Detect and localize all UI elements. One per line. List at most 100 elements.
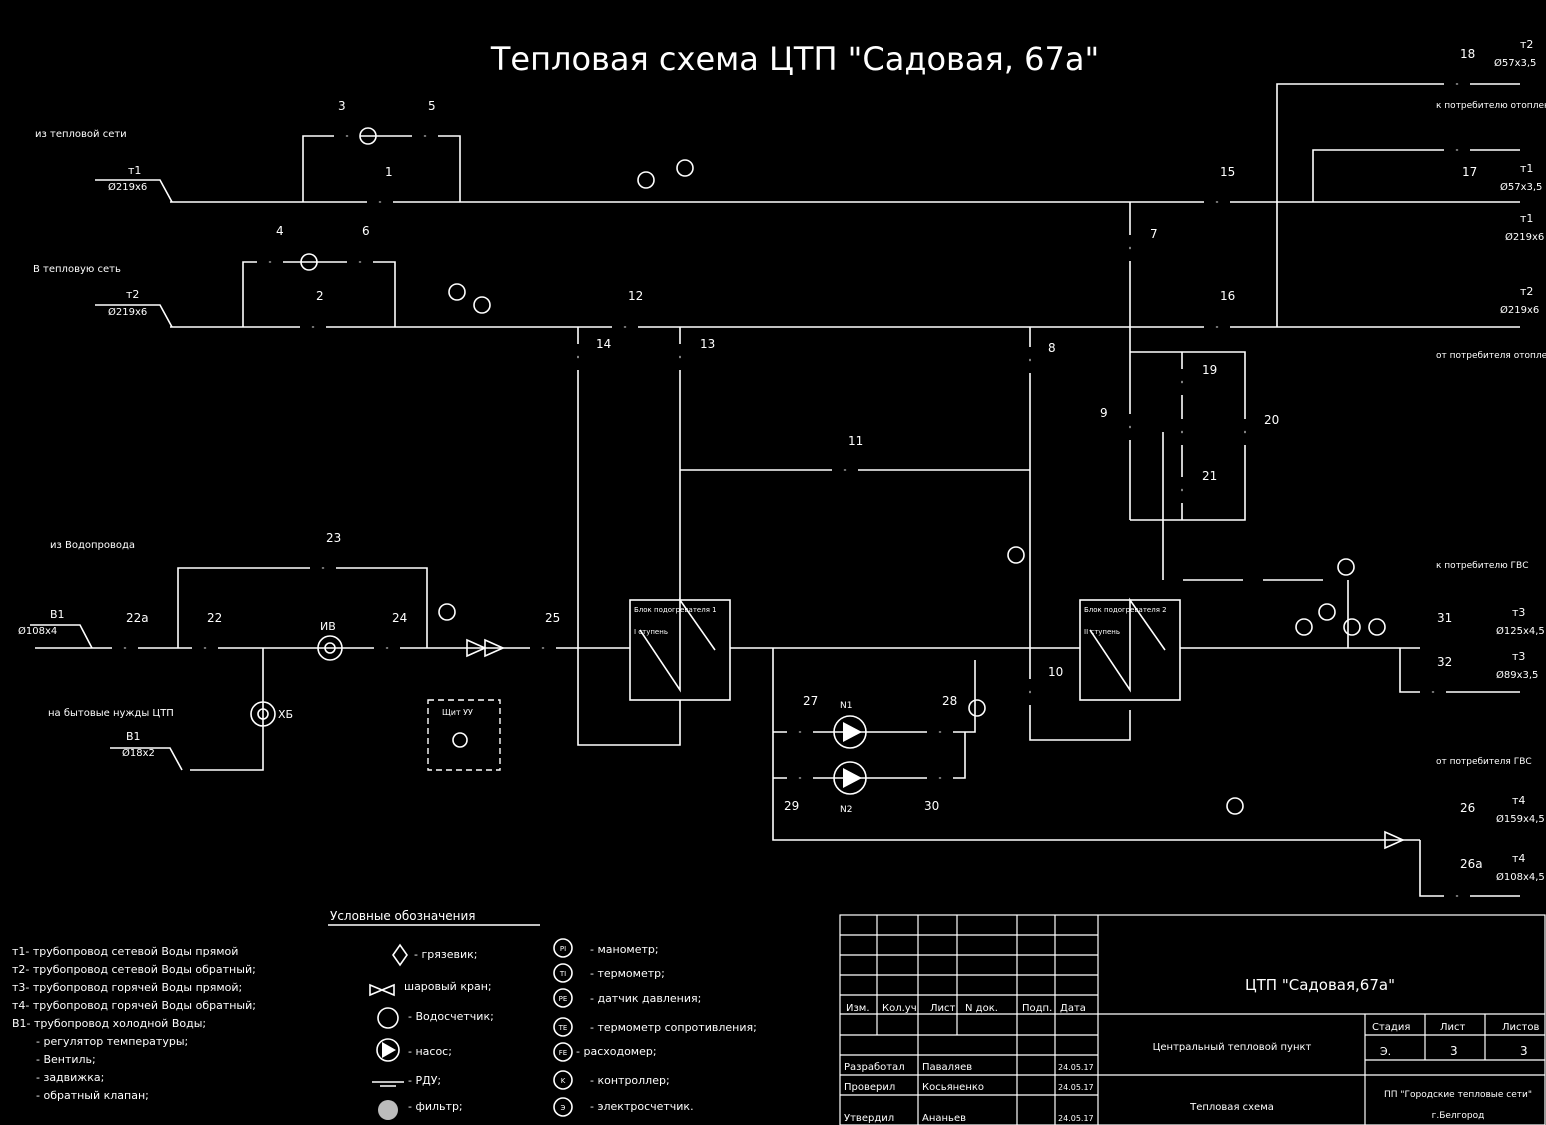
svg-text:- РДУ;: - РДУ;: [408, 1074, 441, 1087]
svg-text:- термометр сопротивления;: - термометр сопротивления;: [590, 1021, 757, 1034]
svg-text:TI: TI: [559, 970, 566, 978]
svg-text:Косьяненко: Косьяненко: [922, 1082, 984, 1093]
svg-text:т1: т1: [128, 164, 141, 177]
pos-16: 16: [1220, 289, 1235, 303]
pos-17: 17: [1462, 165, 1477, 179]
pos-21: 21: [1202, 469, 1217, 483]
svg-text:от потребителя отопления: от потребителя отопления: [1436, 351, 1546, 361]
pos-3: 3: [338, 99, 346, 113]
svg-text:FE: FE: [559, 1049, 567, 1057]
pos-8: 8: [1048, 341, 1056, 355]
svg-text:т4: т4: [1512, 794, 1525, 807]
pos-1: 1: [385, 165, 393, 179]
svg-text:- манометр;: - манометр;: [590, 943, 659, 956]
water-meter-xb: ХБ: [250, 701, 293, 727]
svg-text:из тепловой сети: из тепловой сети: [35, 129, 127, 140]
svg-text:- Водосчетчик;: - Водосчетчик;: [408, 1010, 494, 1023]
svg-text:Ø89х3,5: Ø89х3,5: [1496, 669, 1538, 681]
svg-text:ПП "Городские тепловые сети": ПП "Городские тепловые сети": [1384, 1090, 1532, 1100]
pos-26: 26: [1460, 801, 1475, 815]
svg-text:т3: т3: [1512, 606, 1525, 619]
svg-text:т4: т4: [1512, 852, 1525, 865]
pos-28: 28: [942, 694, 957, 708]
svg-text:В1: В1: [126, 730, 141, 743]
pos-6: 6: [362, 224, 370, 238]
svg-text:Ø219х6: Ø219х6: [1500, 304, 1539, 316]
pos-30: 30: [924, 799, 939, 813]
svg-text:шаровый кран;: шаровый кран;: [404, 980, 492, 993]
pos-11: 11: [848, 434, 863, 448]
instruments: [300, 127, 1386, 815]
svg-text:Паваляев: Паваляев: [922, 1062, 972, 1073]
svg-text:24.05.17: 24.05.17: [1058, 1063, 1094, 1072]
pos-18: 18: [1460, 47, 1475, 61]
svg-text:Изм.: Изм.: [846, 1003, 870, 1014]
svg-text:Условные обозначения: Условные обозначения: [330, 909, 476, 923]
svg-text:24.05.17: 24.05.17: [1058, 1114, 1094, 1123]
svg-text:- фильтр;: - фильтр;: [408, 1100, 463, 1113]
svg-text:т1: т1: [1520, 212, 1533, 225]
pos-24: 24: [392, 611, 407, 625]
water-meter-iv: ИВ: [317, 620, 343, 661]
svg-text:Ананьев: Ананьев: [922, 1113, 966, 1124]
svg-text:PI: PI: [560, 945, 566, 953]
svg-text:т3: т3: [1512, 650, 1525, 663]
svg-text:- насос;: - насос;: [408, 1045, 452, 1058]
svg-text:Ø18х2: Ø18х2: [122, 747, 155, 759]
svg-text:В тепловую сеть: В тепловую сеть: [33, 264, 121, 275]
svg-text:Ø108х4,5: Ø108х4,5: [1496, 871, 1545, 883]
pos-29: 29: [784, 799, 799, 813]
pos-32: 32: [1437, 655, 1452, 669]
svg-text:- датчик давления;: - датчик давления;: [590, 992, 701, 1005]
svg-text:В1: В1: [50, 608, 65, 621]
svg-text:ХБ: ХБ: [278, 708, 293, 721]
svg-text:Ø125х4,5: Ø125х4,5: [1496, 625, 1545, 637]
svg-text:Ø57х3,5: Ø57х3,5: [1500, 181, 1542, 193]
svg-text:Разработал: Разработал: [844, 1062, 905, 1073]
svg-text:т2- трубопровод сетевой Воды о: т2- трубопровод сетевой Воды обратный;: [12, 963, 256, 976]
svg-text:т1- трубопровод сетевой Воды п: т1- трубопровод сетевой Воды прямой: [12, 945, 238, 958]
svg-text:K: K: [561, 1077, 566, 1085]
svg-text:Ø108х4: Ø108х4: [18, 625, 57, 637]
svg-text:ЦТП "Садовая,67а": ЦТП "Садовая,67а": [1245, 976, 1395, 994]
svg-text:г.Белгород: г.Белгород: [1432, 1111, 1485, 1121]
svg-text:Стадия: Стадия: [1372, 1022, 1410, 1033]
pos-23: 23: [326, 531, 341, 545]
svg-text:к потребителю отопления: к потребителю отопления: [1436, 101, 1546, 111]
svg-text:Э: Э: [561, 1104, 566, 1112]
svg-text:Подп.: Подп.: [1022, 1003, 1052, 1014]
svg-text:Ø219х6: Ø219х6: [1505, 231, 1544, 243]
svg-text:N2: N2: [840, 805, 852, 815]
position-numbers: 1 2 3 4 5 6 7 8 9 10 11 12 13 14 15 16 1…: [126, 47, 1483, 871]
pos-13: 13: [700, 337, 715, 351]
svg-text:- контроллер;: - контроллер;: [590, 1074, 670, 1087]
pipelines: [30, 83, 1520, 897]
svg-text:- задвижка;: - задвижка;: [36, 1071, 104, 1084]
svg-text:В1- трубопровод холодной Воды;: В1- трубопровод холодной Воды;: [12, 1017, 206, 1030]
svg-text:т1: т1: [1520, 162, 1533, 175]
svg-text:Ø57х3,5: Ø57х3,5: [1494, 57, 1536, 69]
title-block: Изм. Кол.уч Лист N док. Подп. Дата Разра…: [839, 914, 1546, 1125]
svg-text:к потребителю ГВС: к потребителю ГВС: [1436, 561, 1529, 571]
svg-text:Кол.уч: Кол.уч: [882, 1003, 917, 1014]
svg-text:TE: TE: [558, 1024, 568, 1032]
pos-31: 31: [1437, 611, 1452, 625]
svg-text:- грязевик;: - грязевик;: [414, 948, 477, 961]
svg-text:Центральный тепловой пункт: Центральный тепловой пункт: [1153, 1042, 1312, 1053]
svg-text:Дата: Дата: [1060, 1003, 1086, 1014]
pos-4: 4: [276, 224, 284, 238]
svg-text:т2: т2: [1520, 285, 1533, 298]
pos-22: 22: [207, 611, 222, 625]
svg-text:Э.: Э.: [1380, 1045, 1391, 1058]
svg-text:ИВ: ИВ: [320, 620, 336, 633]
svg-text:N1: N1: [840, 701, 852, 711]
svg-text:24.05.17: 24.05.17: [1058, 1083, 1094, 1092]
svg-text:Тепловая схема: Тепловая схема: [1189, 1102, 1274, 1113]
svg-text:PE: PE: [559, 995, 568, 1003]
svg-text:Листов: Листов: [1502, 1022, 1539, 1033]
svg-text:Ø159х4,5: Ø159х4,5: [1496, 813, 1545, 825]
pos-19: 19: [1202, 363, 1217, 377]
svg-text:на бытовые нужды ЦТП: на бытовые нужды ЦТП: [48, 708, 174, 719]
svg-text:Лист: Лист: [930, 1003, 956, 1014]
